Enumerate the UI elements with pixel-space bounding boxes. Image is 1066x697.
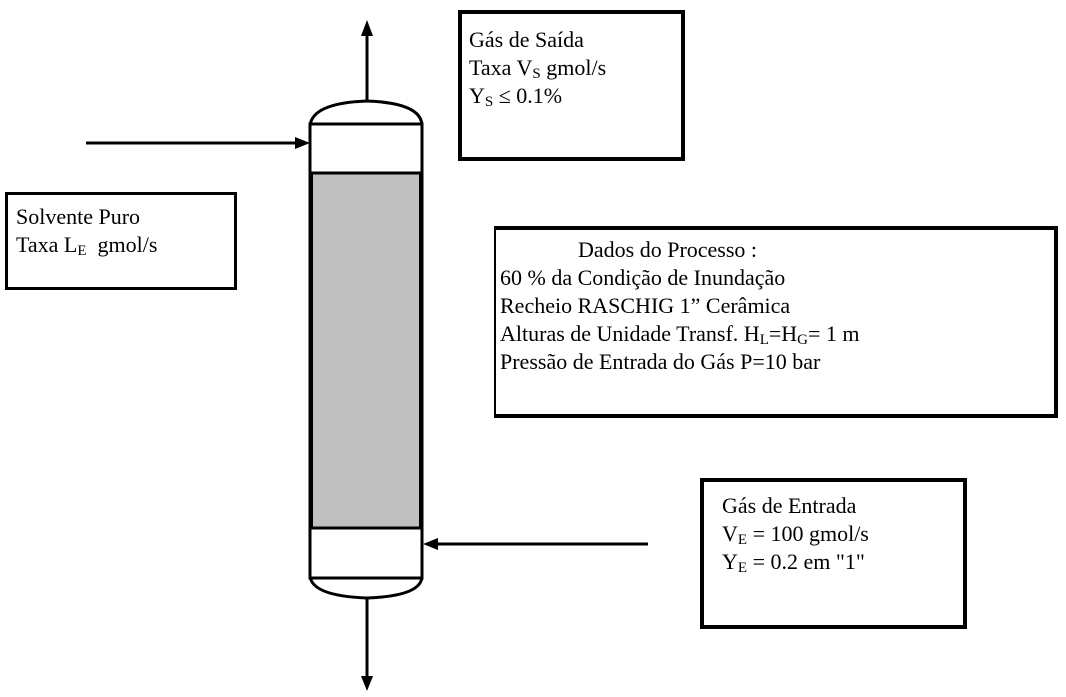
inlet-gas-box: Gás de Entrada VE = 100 gmol/s YE = 0.2 … [700,478,967,629]
column-bottom-head [308,575,424,600]
outlet-gas-fraction-subscript: S [484,94,494,110]
inlet-gas-fraction-subscript: E [737,560,748,576]
process-inlet-pressure: Pressão de Entrada do Gás P=10 bar [500,349,821,374]
outlet-gas-rate-unit: gmol/s [540,55,607,80]
inlet-gas-rate-text: V [722,521,738,546]
transfer-heights-mid: =H [768,321,798,346]
bottom-liquid-arrowhead [361,676,373,691]
solvent-rate-unit: gmol/s [86,232,158,257]
process-packing: Recheio RASCHIG 1” Cerâmica [500,293,791,318]
column-top-head [308,99,424,127]
transfer-heights-subscript-l: L [759,332,769,348]
solvent-rate: Taxa LE gmol/s [16,231,234,259]
process-data-box: Dados do Processo : 60 % da Condição de … [494,226,1058,418]
inlet-gas-title: Gás de Entrada [722,493,857,518]
transfer-heights-subscript-g: G [797,332,809,348]
inlet-gas-fraction: YE = 0.2 em "1" [722,548,963,576]
outlet-gas-rate-subscript: S [532,66,541,82]
outlet-gas-arrowhead [361,20,373,36]
outlet-gas-fraction-value: ≤ 0.1% [493,83,563,108]
inlet-gas-rate-subscript: E [737,532,748,548]
solvent-box: Solvente Puro Taxa LE gmol/s [5,192,237,290]
transfer-heights-text: Alturas de Unidade Transf. H [500,321,760,346]
gas-inlet-arrowhead [423,538,438,550]
solvent-rate-subscript: E [77,243,87,259]
outlet-gas-rate-text: Taxa V [469,55,533,80]
inlet-gas-rate-value: = 100 gmol/s [747,521,869,546]
outlet-gas-fraction-text: Y [469,83,485,108]
outlet-gas-rate: Taxa VS gmol/s [469,54,681,82]
process-title: Dados do Processo : [578,237,758,262]
transfer-heights-value: = 1 m [808,321,860,346]
inlet-gas-fraction-text: Y [722,549,738,574]
outlet-gas-box: Gás de Saída Taxa VS gmol/s YS ≤ 0.1% [458,10,685,161]
packing-section [310,171,422,530]
inlet-gas-fraction-value: = 0.2 em "1" [747,549,865,574]
solvent-title: Solvente Puro [16,204,141,229]
solvent-inlet-arrowhead [295,137,310,149]
inlet-gas-rate: VE = 100 gmol/s [722,520,963,548]
outlet-gas-fraction: YS ≤ 0.1% [469,82,681,110]
process-flooding: 60 % da Condição de Inundação [500,265,786,290]
process-transfer-heights: Alturas de Unidade Transf. HL=HG= 1 m [496,320,1054,348]
solvent-rate-text: Taxa L [16,232,78,257]
outlet-gas-title: Gás de Saída [469,27,584,52]
